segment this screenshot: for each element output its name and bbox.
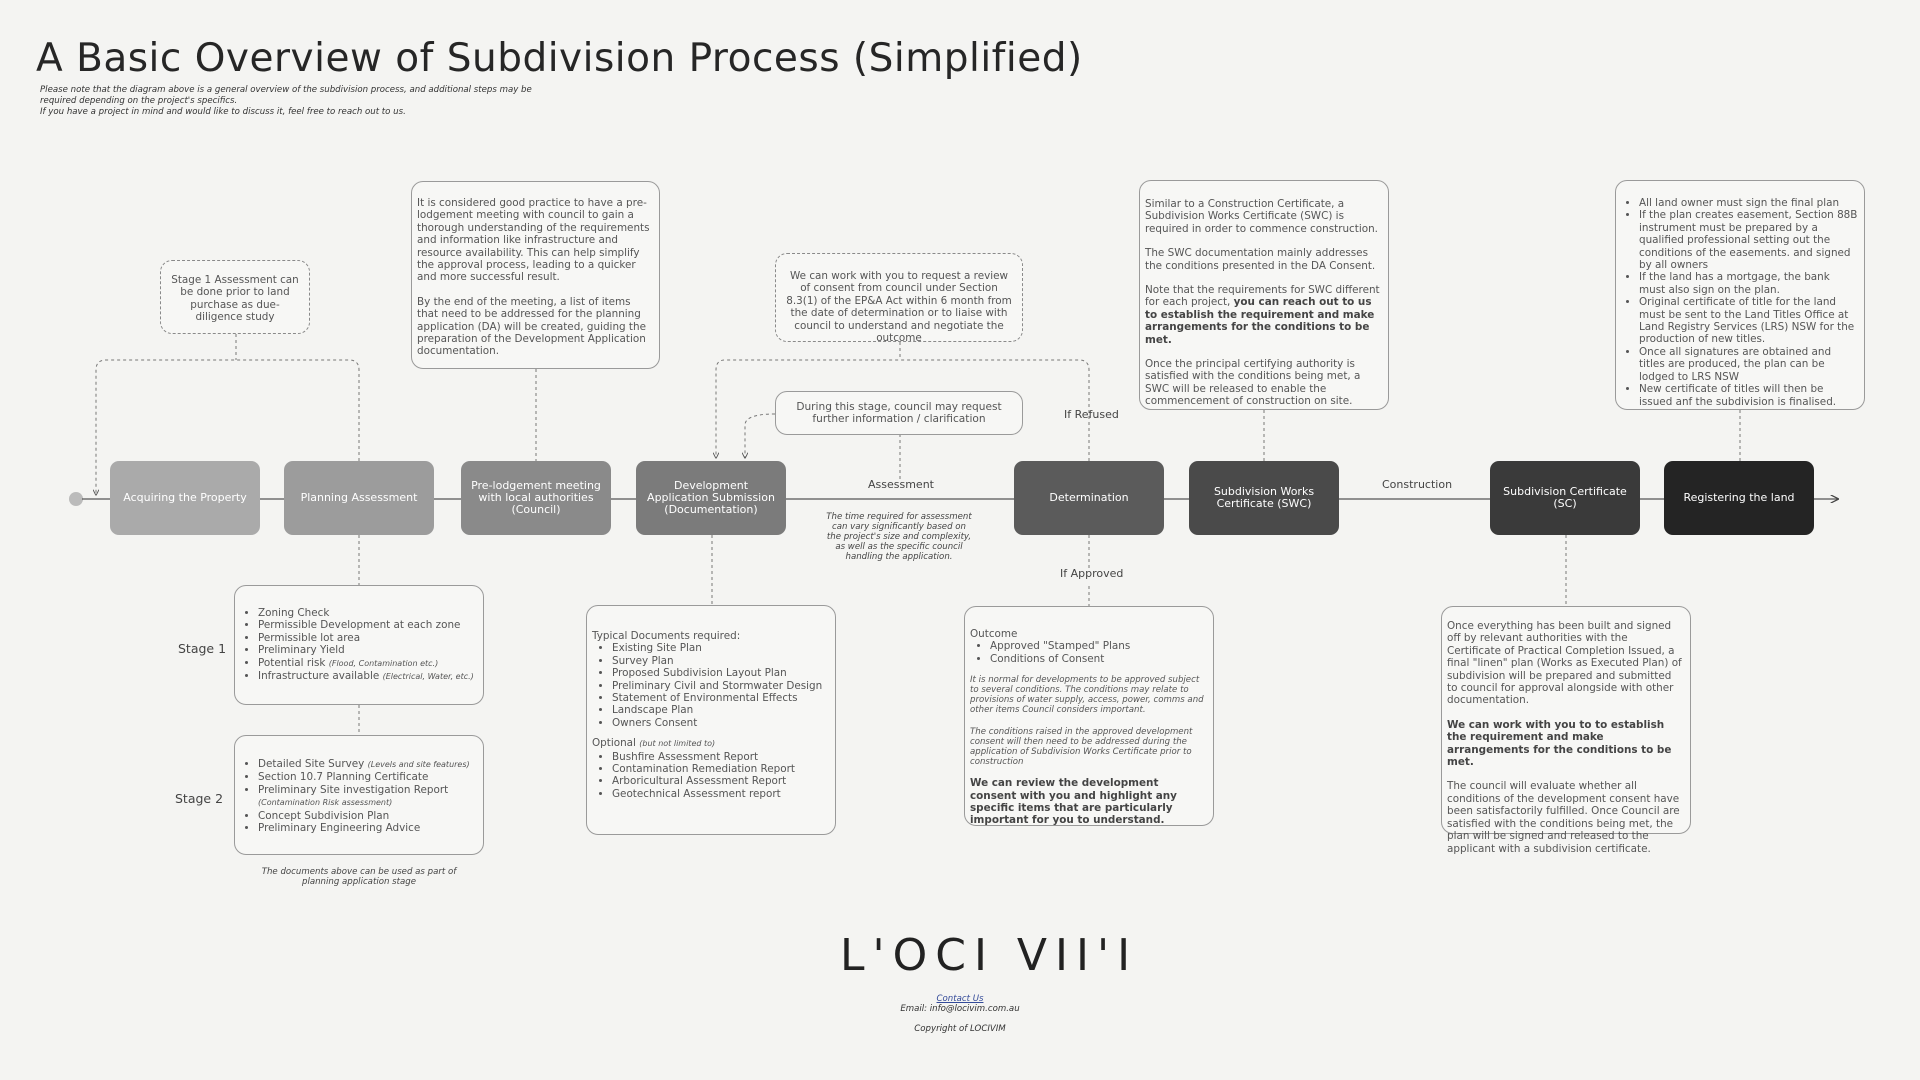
assessment-time-note: The time required for assessment can var… — [826, 512, 972, 562]
da-optional-list: Bushfire Assessment ReportContamination … — [592, 751, 829, 801]
document-item: Owners Consent — [612, 717, 829, 729]
stage2-checklist: Detailed Site Survey (Levels and site fe… — [234, 735, 484, 855]
stage-pre-lodgement: Pre-lodgement meeting with local authori… — [461, 461, 611, 535]
stage-da-submission: Development Application Submission (Docu… — [636, 461, 786, 535]
document-item: Preliminary Civil and Stormwater Design — [612, 680, 829, 692]
page-title: A Basic Overview of Subdivision Process … — [36, 36, 1083, 81]
review-consent-callout: We can work with you to request a review… — [775, 253, 1023, 344]
contact-us-link[interactable]: Contact Us — [936, 994, 984, 1004]
stage-determination: Determination — [1014, 461, 1164, 535]
stage-swc: Subdivision Works Certificate (SWC) — [1189, 461, 1339, 535]
da-required-list: Existing Site PlanSurvey PlanProposed Su… — [592, 642, 829, 729]
locivim-logo: L'OCI VII'I — [840, 930, 1139, 981]
da-documents-callout: Typical Documents required: Existing Sit… — [586, 605, 836, 835]
footer-copyright: Copyright of LOCIVIM — [914, 1024, 1006, 1034]
further-info-callout: During this stage, council may request f… — [775, 391, 1023, 435]
construction-label: Construction — [1382, 478, 1453, 491]
document-item: Existing Site Plan — [612, 642, 829, 654]
stage-subdivision-certificate: Subdivision Certificate (SC) — [1490, 461, 1640, 535]
stage1-assessment-callout: Stage 1 Assessment can be done prior to … — [160, 260, 310, 334]
stage1-checklist: Zoning Check Permissible Development at … — [234, 585, 484, 705]
document-item: Statement of Environmental Effects — [612, 692, 829, 704]
swc-callout: Similar to a Construction Certificate, a… — [1139, 180, 1389, 410]
stage-registering-land: Registering the land — [1664, 461, 1814, 535]
timeline-start-dot — [69, 492, 83, 506]
if-refused-label: If Refused — [1064, 408, 1119, 421]
if-approved-label: If Approved — [1060, 567, 1124, 580]
document-item: Landscape Plan — [612, 704, 829, 716]
stage-planning-assessment: Planning Assessment — [284, 461, 434, 535]
prelodgement-callout: It is considered good practice to have a… — [411, 181, 660, 369]
subdivision-certificate-callout: Once everything has been built and signe… — [1441, 606, 1691, 855]
document-item: Bushfire Assessment Report — [612, 751, 829, 763]
assessment-label: Assessment — [868, 478, 934, 491]
document-item: Geotechnical Assessment report — [612, 788, 829, 800]
footer-contact: Contact Us Email: info@locivim.com.au Co… — [840, 994, 1080, 1034]
registering-steps-list: All land owner must sign the final plan … — [1619, 197, 1858, 408]
stage1-label: Stage 1 — [178, 641, 227, 656]
document-item: Proposed Subdivision Layout Plan — [612, 667, 829, 679]
disclaimer-note: Please note that the diagram above is a … — [40, 85, 532, 117]
document-item: Survey Plan — [612, 655, 829, 667]
footer-email: Email: info@locivim.com.au — [900, 1004, 1020, 1014]
outcome-callout: Outcome Approved "Stamped" Plans Conditi… — [964, 606, 1214, 826]
stage-acquiring-property: Acquiring the Property — [110, 461, 260, 535]
stage-docs-note: The documents above can be used as part … — [261, 867, 457, 887]
document-item: Arboricultural Assessment Report — [612, 775, 829, 787]
stage2-label: Stage 2 — [175, 791, 224, 806]
document-item: Contamination Remediation Report — [612, 763, 829, 775]
registering-callout: All land owner must sign the final plan … — [1615, 180, 1865, 410]
